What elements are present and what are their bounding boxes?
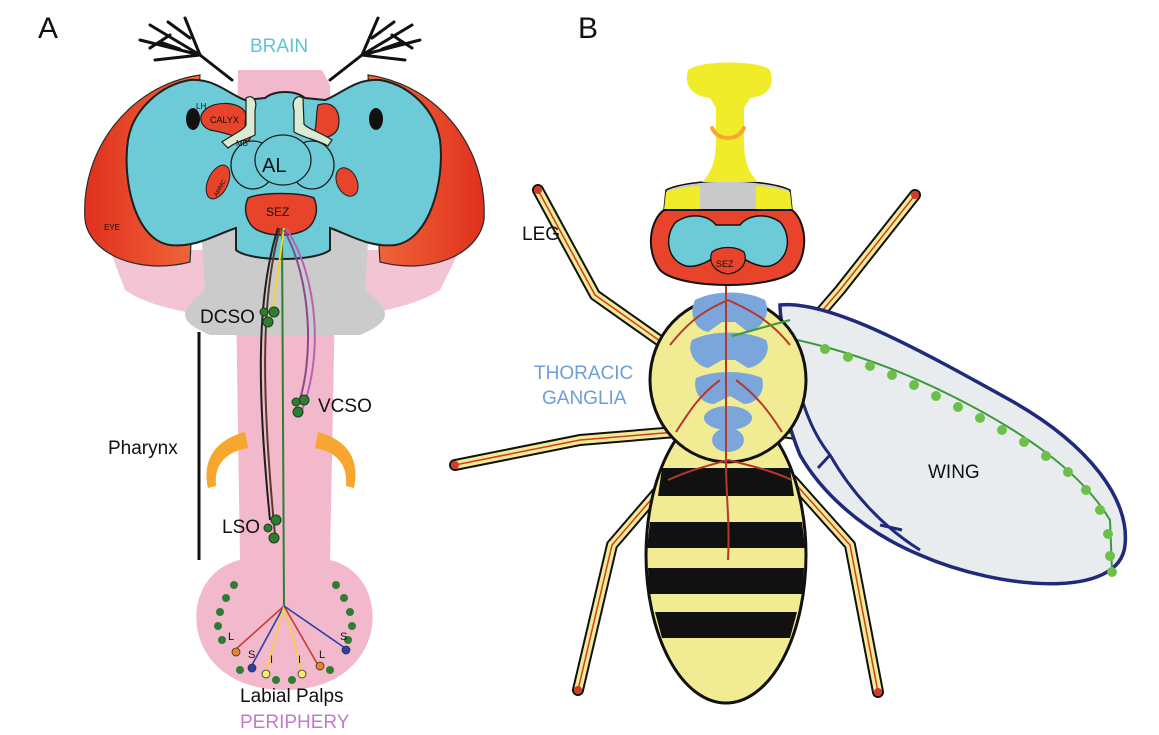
panel-a-letter: A xyxy=(38,12,58,45)
lh-dot-right xyxy=(369,108,383,130)
panel-a: A BRAIN LH CALYX MB AL AMMC EYE SEZ DCSO… xyxy=(38,12,484,733)
panel-b: B LEG SEZ THORACIC GANGLIA WING xyxy=(451,12,1125,703)
mark-l-left: L xyxy=(228,631,234,643)
wing-shape xyxy=(780,305,1125,584)
mark-i-left: I xyxy=(270,654,273,666)
sez-label: SEZ xyxy=(266,205,289,219)
vcso-label: VCSO xyxy=(318,396,372,417)
al-label: AL xyxy=(262,155,286,177)
mark-i-right: I xyxy=(298,654,301,666)
lh-label: LH xyxy=(196,102,206,111)
antenna-left xyxy=(140,18,232,80)
thoracic-label-2: GANGLIA xyxy=(542,388,627,409)
leg-label: LEG xyxy=(522,224,560,245)
thoracic-label-1: THORACIC xyxy=(534,363,633,384)
calyx-label: CALYX xyxy=(210,115,239,125)
pharynx-label: Pharynx xyxy=(108,438,178,459)
labial-palps-label: Labial Palps xyxy=(240,686,344,707)
periphery-label: PERIPHERY xyxy=(240,712,350,733)
lh-dot xyxy=(186,108,200,130)
mark-s-left: S xyxy=(248,649,255,661)
proboscis xyxy=(687,63,772,183)
mark-s-right: S xyxy=(340,631,347,643)
mark-l-right: L xyxy=(319,649,325,661)
sez-b-label: SEZ xyxy=(716,259,734,269)
lso-label: LSO xyxy=(222,517,260,538)
dcso-label: DCSO xyxy=(200,307,255,328)
wing-label: WING xyxy=(928,462,980,483)
panel-b-letter: B xyxy=(578,12,598,45)
antenna-right xyxy=(330,18,420,80)
brain-label: BRAIN xyxy=(250,36,308,57)
mb-label: MB xyxy=(236,139,248,148)
eye-label: EYE xyxy=(104,223,120,232)
